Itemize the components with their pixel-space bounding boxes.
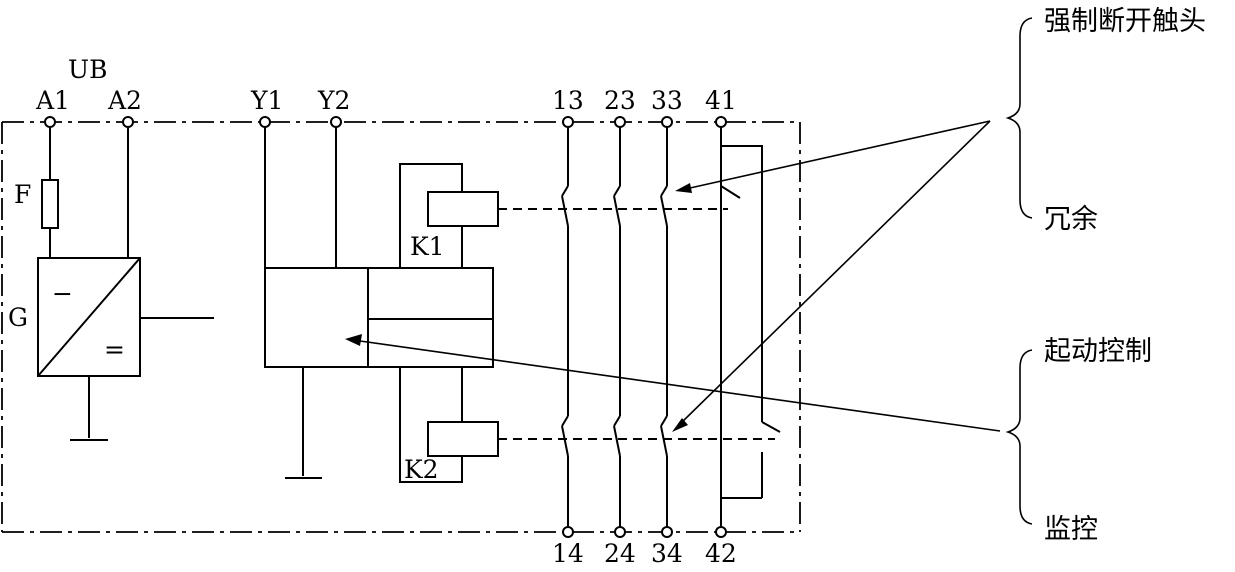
terminal-14 <box>562 526 574 538</box>
annotation-arrows <box>345 120 1001 432</box>
control-logic-section <box>264 122 499 483</box>
arrow-forced-upper <box>689 120 991 189</box>
fuse <box>41 179 59 229</box>
logic-box-left <box>264 267 369 368</box>
label-y2: Y2 <box>317 86 350 115</box>
annotation-forced-contacts: 强制断开触头 <box>1044 6 1206 37</box>
terminal-y1 <box>259 116 271 128</box>
terminal-34 <box>661 526 673 538</box>
terminal-y2 <box>330 116 342 128</box>
label-supply: G <box>8 303 28 332</box>
relay-coil-k2 <box>427 421 499 457</box>
label-34: 34 <box>651 539 683 567</box>
terminal-42 <box>715 526 727 538</box>
label-fuse: F <box>14 180 31 209</box>
arrow-start-control <box>359 340 1001 432</box>
label-24: 24 <box>604 539 636 567</box>
converter-diagonal <box>37 257 141 377</box>
label-13: 13 <box>552 86 584 115</box>
power-supply-section <box>37 122 214 441</box>
terminal-41 <box>715 116 727 128</box>
label-a1: A1 <box>35 86 70 115</box>
label-23: 23 <box>604 86 636 115</box>
terminal-a1 <box>44 116 56 128</box>
logic-box-right <box>367 267 494 368</box>
label-y1: Y1 <box>250 86 283 115</box>
terminal-33 <box>661 116 673 128</box>
brace-lower <box>1005 349 1033 525</box>
label-k1: K1 <box>410 232 445 261</box>
brace-upper <box>1005 17 1033 219</box>
terminal-24 <box>614 526 626 538</box>
label-equals: = <box>104 335 125 364</box>
relay-coil-k1 <box>427 191 499 227</box>
label-a2: A2 <box>107 86 142 115</box>
terminal-13 <box>562 116 574 128</box>
label-ub: UB <box>68 55 107 84</box>
label-14: 14 <box>552 539 584 567</box>
terminal-23 <box>614 116 626 128</box>
label-k2: K2 <box>404 455 439 484</box>
label-33: 33 <box>651 86 683 115</box>
arrow-forced-lower <box>679 120 991 425</box>
label-42: 42 <box>705 539 737 567</box>
annotation-monitoring: 监控 <box>1044 514 1098 545</box>
output-contacts <box>498 122 781 532</box>
annotation-start-control: 起动控制 <box>1044 336 1152 367</box>
label-41: 41 <box>705 86 737 115</box>
annotation-redundancy: 冗余 <box>1044 204 1098 235</box>
label-minus: − <box>52 279 73 308</box>
terminal-a2 <box>122 116 134 128</box>
terminals <box>44 116 727 538</box>
